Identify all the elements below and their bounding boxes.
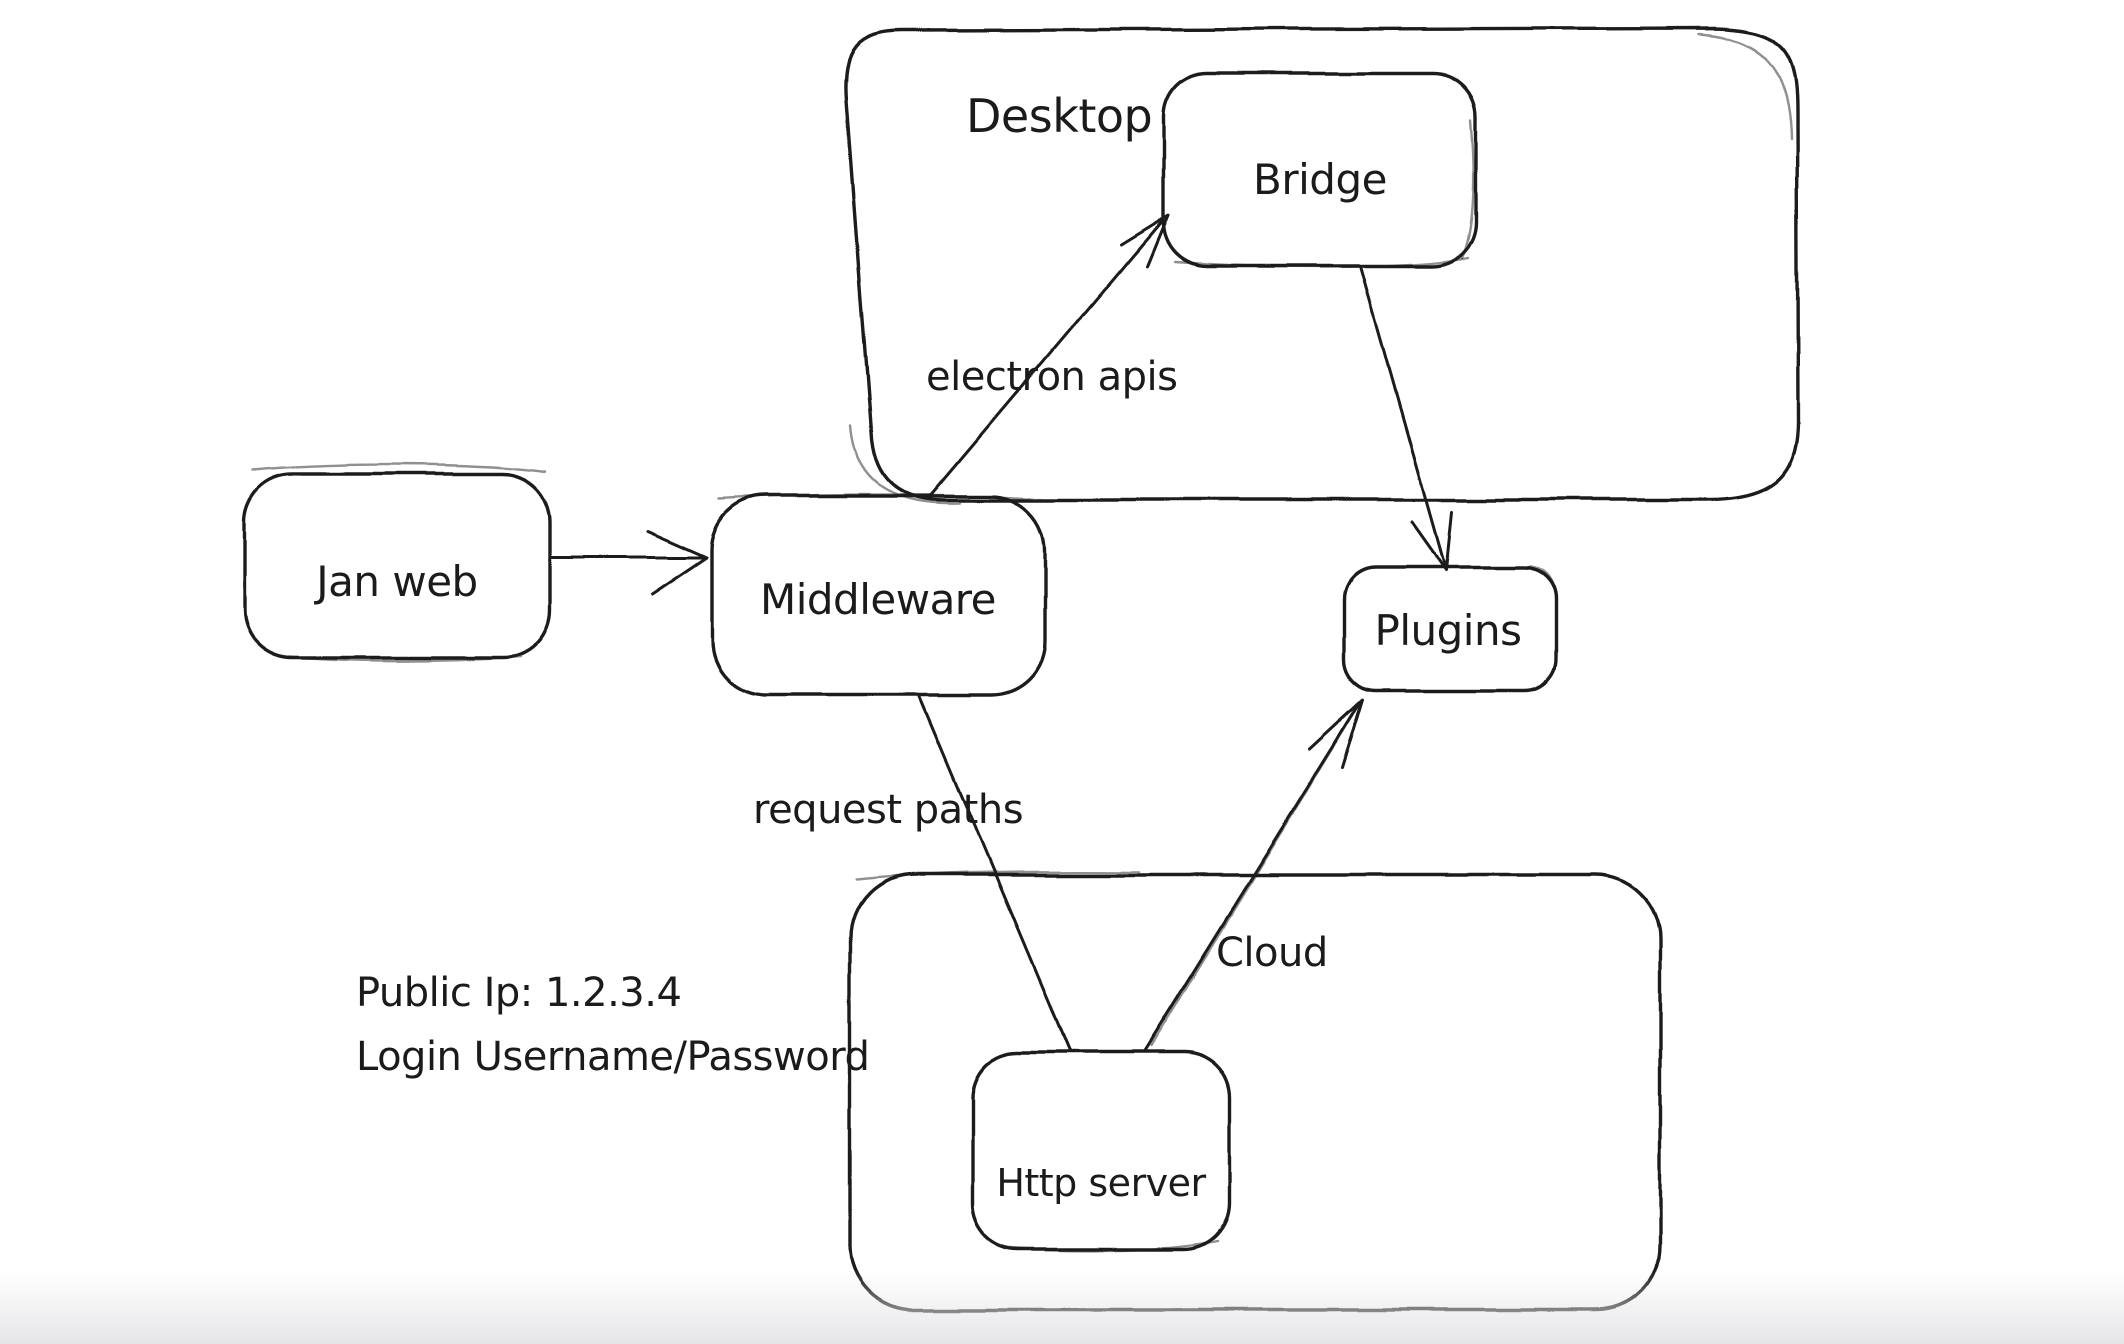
edge-label-electron-apis[interactable]: electron apis	[926, 354, 1178, 400]
arrowhead-plugins-top	[1410, 510, 1454, 572]
container-desktop[interactable]	[843, 26, 1800, 502]
edge-middleware-to-http-server[interactable]	[918, 695, 1071, 1053]
annotation-public-ip[interactable]: Public Ip: 1.2.3.4	[356, 970, 682, 1016]
labels-layer: Desktop Cloud Jan web Middleware Bridge …	[313, 89, 1522, 1205]
arrowhead-bridge	[1119, 213, 1170, 268]
label-cloud[interactable]: Cloud	[1216, 930, 1328, 976]
label-jan-web[interactable]: Jan web	[313, 557, 478, 606]
sketch-accent-strokes	[250, 32, 1793, 1253]
edge-label-request-paths[interactable]: request paths	[753, 787, 1024, 833]
arrowhead-plugins-bottom	[1308, 697, 1365, 770]
label-http-server[interactable]: Http server	[996, 1161, 1207, 1205]
shapes-layer	[242, 26, 1800, 1312]
label-middleware[interactable]: Middleware	[760, 575, 997, 624]
edge-middleware-to-bridge[interactable]	[926, 213, 1170, 500]
node-http-server[interactable]	[970, 1050, 1232, 1252]
bottom-fade	[0, 1270, 2124, 1344]
node-jan-web[interactable]	[242, 472, 552, 660]
edge-bridge-to-plugins[interactable]	[1359, 266, 1454, 572]
arrowhead-middleware	[646, 529, 709, 596]
node-middleware[interactable]	[710, 494, 1047, 697]
edge-http-server-to-plugins[interactable]	[1141, 697, 1365, 1054]
label-plugins[interactable]: Plugins	[1375, 606, 1522, 655]
label-desktop[interactable]: Desktop	[966, 89, 1153, 143]
label-bridge[interactable]: Bridge	[1253, 155, 1387, 204]
node-plugins[interactable]	[1342, 565, 1558, 692]
annotation-login[interactable]: Login Username/Password	[356, 1034, 870, 1080]
edge-jan-web-to-middleware[interactable]	[550, 529, 709, 596]
